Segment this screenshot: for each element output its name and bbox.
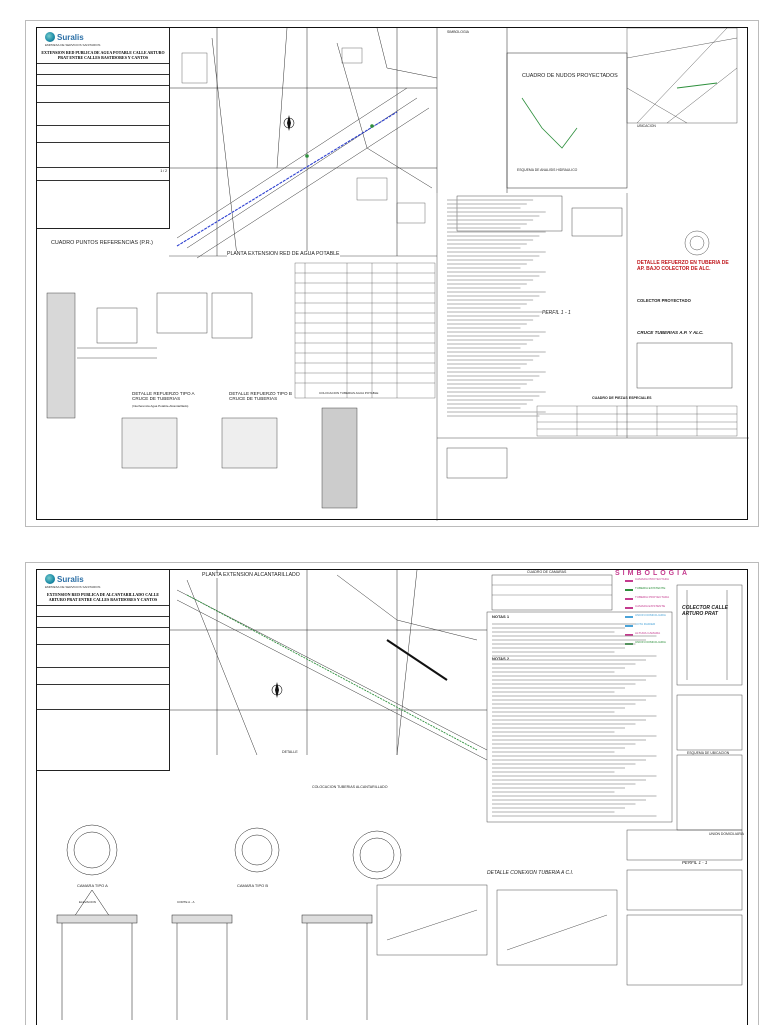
- camera-a-title: CAMARA TIPO A: [77, 883, 108, 888]
- plan-title: PLANTA EXTENSION ALCANTARILLADO: [202, 572, 300, 578]
- water-notes-text: [447, 198, 552, 418]
- title-block-row: [37, 668, 169, 685]
- plan-grid: [169, 570, 487, 755]
- company-name: Suralis: [57, 32, 84, 42]
- water-drop-icon: [45, 32, 55, 42]
- title-block: Suralis EMPRESA DE SERVICIOS SANITARIOS …: [37, 28, 170, 229]
- chambers-table-border: [491, 574, 613, 611]
- symbol-column: [436, 28, 508, 193]
- pipe-placement-title: COLOCACION TUBERIAS AGUA POTABLE: [319, 391, 379, 395]
- collector-label: COLECTOR PROYECTADO: [637, 298, 691, 303]
- lower-left-details: [46, 292, 358, 509]
- special-parts-title: CUADRO DE PIEZAS ESPECIALES: [592, 396, 652, 400]
- company-subtitle: EMPRESA DE SERVICIOS SANITARIOS: [45, 43, 101, 47]
- parts-table: [294, 262, 436, 399]
- collector-label: COLECTOR CALLE ARTURO PRAT: [682, 605, 729, 617]
- company-logo: Suralis: [37, 28, 169, 43]
- title-block: Suralis EMPRESA DE SERVICIOS SANITARIOS …: [37, 570, 170, 771]
- title-block-row: [37, 606, 169, 617]
- projected-sewer-segment: [386, 639, 448, 681]
- connection-detail: [376, 884, 618, 966]
- plan-title: PLANTA EXTENSION RED DE AGUA POTABLE: [227, 251, 340, 257]
- sheet-frame: Suralis EMPRESA DE SERVICIOS SANITARIOS …: [36, 569, 748, 1025]
- sewer-notes-text: [492, 622, 667, 817]
- references-table-title: CUADRO PUNTOS REFERENCIAS (P.R.): [51, 240, 153, 246]
- profile-label: PERFIL 1 - 1: [542, 310, 571, 316]
- title-block-row: [37, 617, 169, 628]
- sheet-number: 1: [160, 169, 163, 173]
- title-block-row: [37, 645, 169, 668]
- special-parts-table: [536, 405, 738, 437]
- north-arrow-icon: [271, 682, 283, 698]
- notes-column-border: [486, 611, 673, 823]
- project-title: EXTENSION RED PUBLICA DE AGUA POTABLE CA…: [37, 47, 169, 64]
- north-arrow-icon: [283, 115, 295, 131]
- projected-water-pipe: [176, 111, 398, 247]
- notes-1-title: NOTAS 1: [492, 614, 510, 619]
- drawing-sheet-water: Suralis EMPRESA DE SERVICIOS SANITARIOS …: [25, 20, 759, 527]
- hydraulic-scheme-line: [521, 97, 578, 149]
- street-lines: [176, 570, 488, 761]
- sheet-number-row: 1 / 2: [37, 168, 169, 181]
- sheet-frame: Suralis EMPRESA DE SERVICIOS SANITARIOS …: [36, 27, 749, 521]
- plan-grid: [169, 28, 437, 256]
- camera-b-title: CAMARA TIPO B: [237, 883, 269, 888]
- symbols-title: SIMBOLOGIA: [615, 570, 691, 577]
- hydraulic-scheme-label: ESQUEMA DE ANALISIS HIDRAULICO: [517, 168, 578, 172]
- drawing-sheet-sewer: Suralis EMPRESA DE SERVICIOS SANITARIOS …: [25, 562, 759, 1025]
- location-map: [626, 28, 738, 124]
- title-block-row: [37, 143, 169, 168]
- symbol-item: UNION DOMICILIARIA: [635, 640, 666, 644]
- sheet-total: 2: [165, 169, 167, 173]
- title-block-row: [37, 685, 169, 710]
- symbol-item: TUBERIA EXISTENTE: [635, 586, 666, 590]
- detail-a-title: DETALLE REFUERZO TIPO A CRUCE DE TUBERIA…: [132, 391, 195, 401]
- notes-2-title: NOTAS 2: [492, 656, 510, 661]
- title-block-row: [37, 103, 169, 126]
- symbols-title: SIMBOLOGIA: [447, 30, 469, 34]
- company-logo: Suralis: [37, 570, 169, 585]
- symbol-item: ALTURA CAMARA: [635, 631, 661, 635]
- existing-sewer-pipe: [186, 594, 478, 751]
- node-marker: [370, 124, 374, 128]
- location-label: UBICACION: [637, 124, 656, 128]
- building-outlines: [181, 47, 426, 224]
- company-subtitle: EMPRESA DE SERVICIOS SANITARIOS: [45, 585, 101, 589]
- detail-b-title: DETALLE REFUERZO TIPO B CRUCE DE TUBERIA…: [229, 391, 292, 401]
- company-name: Suralis: [57, 574, 84, 584]
- profile-label: PERFIL 1 - 1: [682, 860, 708, 865]
- collector-profile: [626, 584, 743, 986]
- title-block-row: [37, 628, 169, 645]
- detail-label: DETALLE: [282, 750, 298, 754]
- water-plan-drawing: [46, 28, 749, 521]
- section-label: CORTE A - A: [177, 900, 195, 904]
- union-label: UNION DOMICILIARIA: [709, 832, 744, 836]
- title-block-row: [37, 126, 169, 143]
- detail-a-note: (Interferencia Agua Potable-Alcantarilla…: [132, 404, 189, 408]
- symbol-item: CAMARA PROYECTADA: [635, 577, 669, 581]
- scheme-label: ESQUEMA DE UBICACION: [687, 751, 730, 755]
- elevation-label: ELEVACION: [79, 900, 96, 904]
- node-marker: [305, 154, 309, 158]
- connection-title: DETALLE CONEXION TUBERIA A C.I.: [487, 870, 574, 876]
- sewer-plan-drawing: [56, 570, 743, 1020]
- symbol-item: UNION DOMICILIARIA: [635, 613, 666, 617]
- symbol-item: COTA RADIER: [635, 622, 656, 626]
- title-block-row: [37, 86, 169, 103]
- crossing-label: CRUCE TUBERIAS A.P. Y ALC.: [637, 330, 704, 335]
- title-block-row: [37, 64, 169, 75]
- symbol-list: CAMARA PROYECTADA TUBERIA EXISTENTE TUBE…: [635, 577, 669, 649]
- water-drop-icon: [45, 574, 55, 584]
- symbol-item: CAMARA EXISTENTE: [635, 604, 666, 608]
- reinforcement-detail-title: DETALLE REFUERZO EN TUBERIA DE AP. BAJO …: [637, 260, 729, 272]
- project-title: EXTENSION RED PUBLICA DE ALCANTARILLADO …: [37, 589, 169, 606]
- title-block-row: [37, 75, 169, 86]
- nodes-table-title: CUADRO DE NUDOS PROYECTADOS: [522, 73, 618, 79]
- chambers-table-title: CUADRO DE CAMARAS: [527, 570, 567, 574]
- camera-drawings: [56, 824, 402, 1020]
- placement-title: COLOCACION TUBERIAS ALCANTARILLADO: [312, 785, 388, 789]
- symbol-item: TUBERIA PROYECTADA: [635, 595, 670, 599]
